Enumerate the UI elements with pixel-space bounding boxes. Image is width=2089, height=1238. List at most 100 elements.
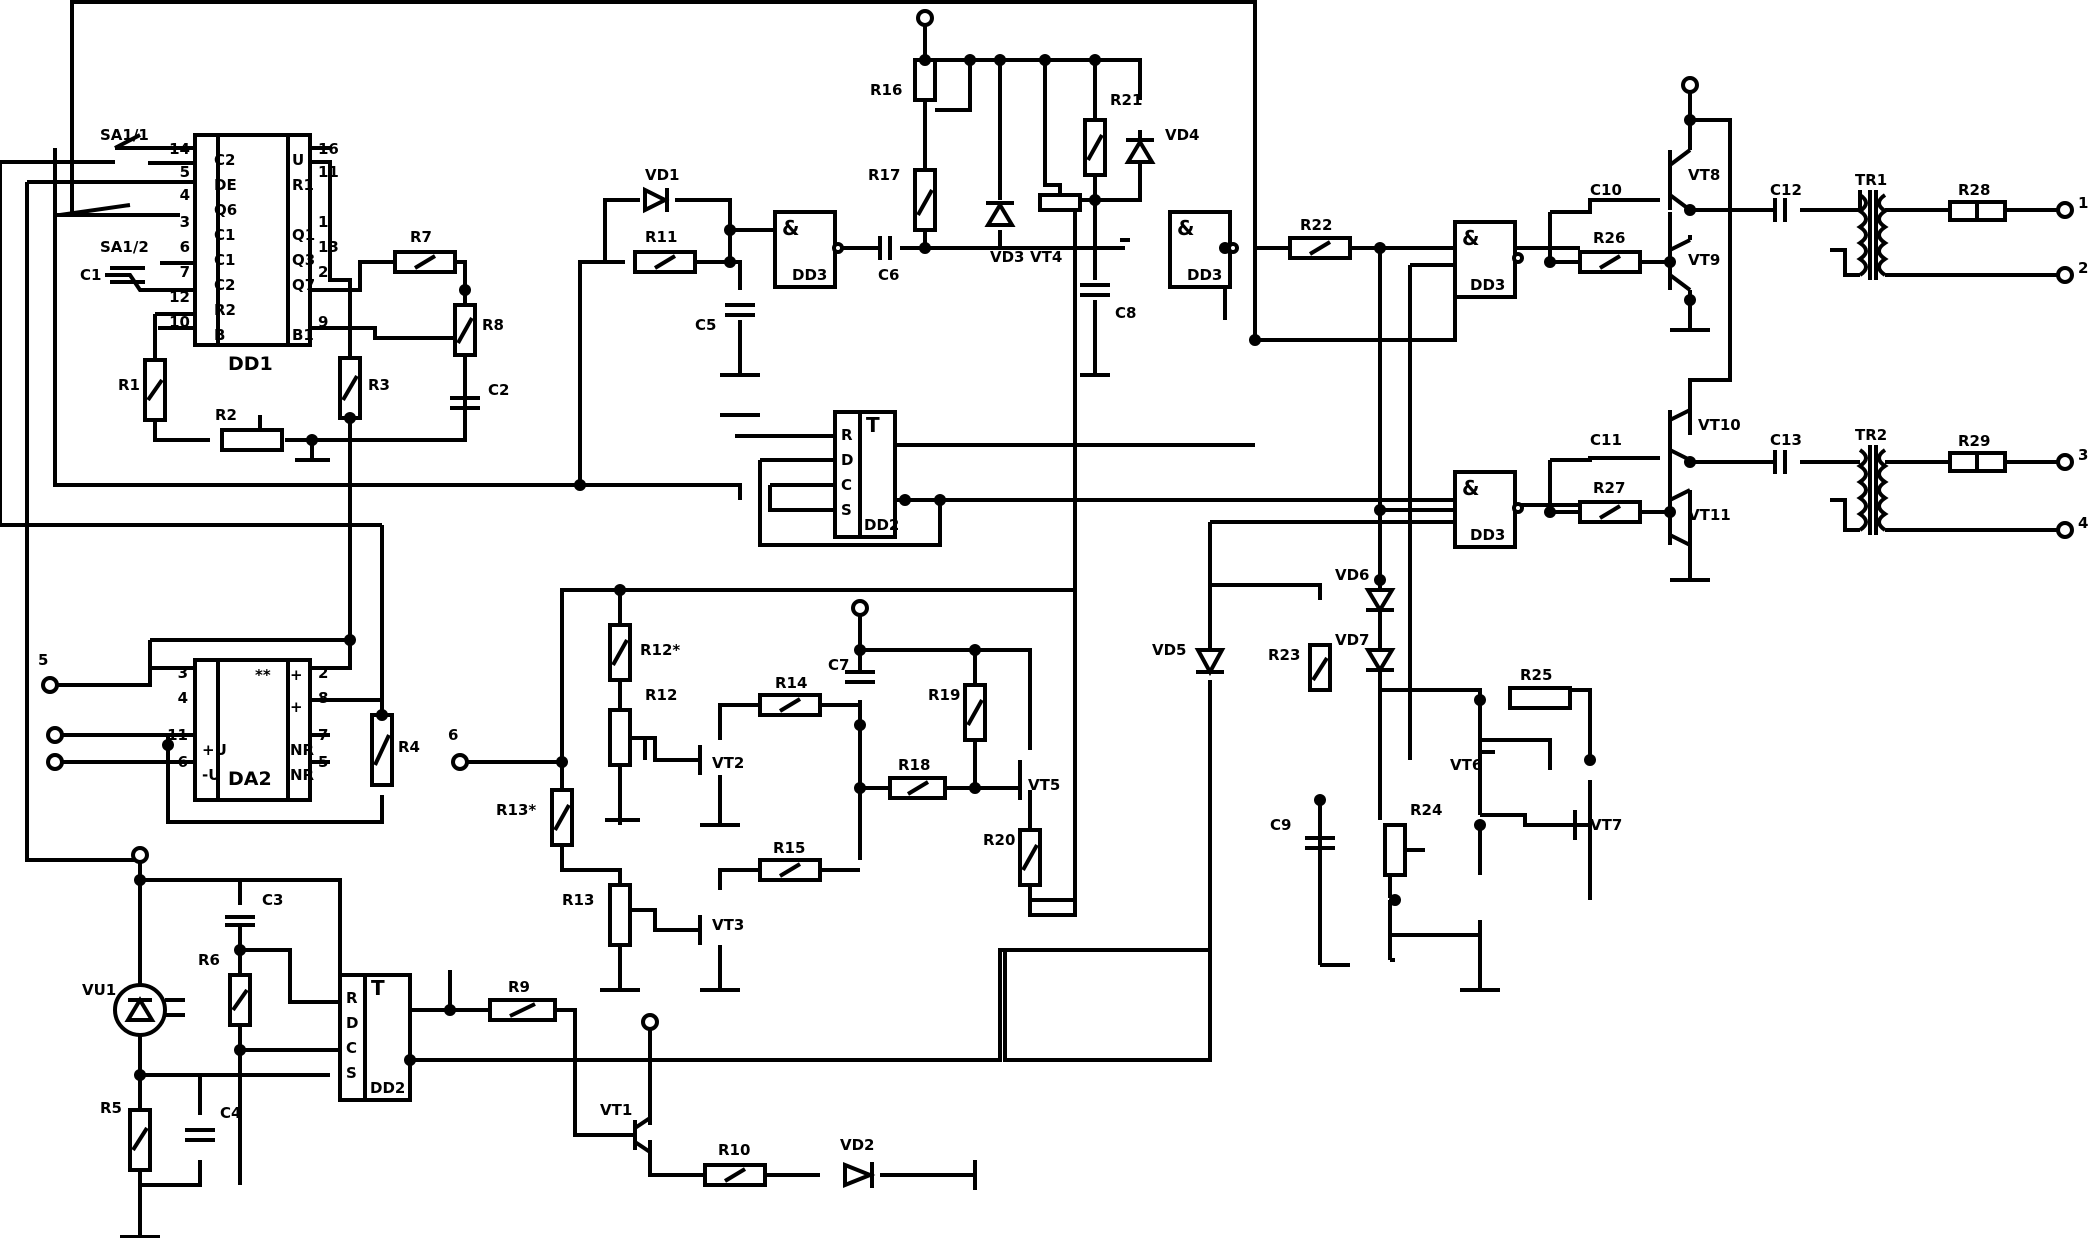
svg-text:&: & — [1177, 216, 1194, 240]
svg-text:7: 7 — [318, 726, 328, 744]
terminal-2[interactable] — [2056, 266, 2074, 284]
terminal-6[interactable] — [451, 753, 469, 771]
svg-text:11: 11 — [167, 726, 188, 744]
svg-text:&: & — [1462, 226, 1479, 250]
terminal-plus[interactable] — [46, 726, 64, 744]
svg-text:C10: C10 — [1590, 181, 1622, 199]
svg-text:C4: C4 — [220, 1104, 241, 1122]
svg-text:T: T — [866, 413, 880, 437]
svg-text:R4: R4 — [398, 738, 420, 756]
svg-text:5: 5 — [318, 753, 328, 771]
svg-text:+: + — [290, 666, 303, 684]
svg-text:R29: R29 — [1958, 432, 1990, 450]
terminal-vcc-mid[interactable] — [851, 599, 869, 617]
svg-text:R: R — [346, 989, 358, 1007]
nand-dd3-2: & DD3 — [1168, 210, 1239, 289]
terminal-5-label: 5 — [38, 651, 48, 669]
svg-text:R20: R20 — [983, 831, 1015, 849]
svg-text:&: & — [782, 216, 799, 240]
svg-text:3: 3 — [180, 213, 190, 231]
terminal-minus[interactable] — [46, 753, 64, 771]
svg-text:U: U — [292, 151, 304, 169]
svg-text:VD5: VD5 — [1152, 641, 1187, 659]
terminals: 5 6 1 2 3 4 — [38, 9, 2088, 1031]
svg-text:R1: R1 — [118, 376, 140, 394]
svg-text:R22: R22 — [1300, 216, 1332, 234]
terminal-2-label: 2 — [2078, 259, 2088, 277]
svg-text:R24: R24 — [1410, 801, 1442, 819]
svg-text:**: ** — [255, 666, 271, 684]
svg-text:R2: R2 — [215, 406, 237, 424]
svg-text:S: S — [346, 1064, 357, 1082]
dd2-lower-label: DD2 — [370, 1079, 405, 1097]
svg-text:VT1: VT1 — [600, 1101, 632, 1119]
junctions — [134, 54, 1696, 1081]
svg-text:VT8: VT8 — [1688, 166, 1720, 184]
svg-text:B1: B1 — [292, 326, 314, 344]
terminal-vcc-out[interactable] — [1681, 76, 1699, 94]
ic-da2: DA2 3 4 11 6 +U -U ** + + 2 8 7 5 NR NR — [167, 658, 328, 802]
ic-dd1: DD1 14 5 4 3 6 7 12 10 C2 DE Q6 C1 C1 C2… — [169, 133, 339, 375]
svg-text:VD2: VD2 — [840, 1136, 875, 1154]
svg-text:VT3: VT3 — [712, 916, 744, 934]
grounds — [120, 328, 1710, 1238]
svg-text:C7: C7 — [828, 656, 849, 674]
terminal-5[interactable] — [41, 676, 59, 694]
terminal-1[interactable] — [2056, 201, 2074, 219]
svg-text:VT6: VT6 — [1450, 756, 1482, 774]
svg-text:C2: C2 — [214, 151, 235, 169]
nand-dd3-1: & DD3 — [773, 210, 844, 289]
svg-text:C12: C12 — [1770, 181, 1802, 199]
svg-text:TR1: TR1 — [1855, 171, 1887, 189]
svg-text:8: 8 — [318, 689, 328, 707]
svg-text:4: 4 — [178, 689, 188, 707]
terminal-vcc-top[interactable] — [916, 9, 934, 27]
svg-text:VT5: VT5 — [1028, 776, 1060, 794]
svg-text:R18: R18 — [898, 756, 930, 774]
svg-text:R3: R3 — [368, 376, 390, 394]
terminal-vcc-vt1[interactable] — [641, 1013, 659, 1031]
terminal-3[interactable] — [2056, 453, 2074, 471]
svg-text:VD6: VD6 — [1335, 566, 1370, 584]
svg-text:VT9: VT9 — [1688, 251, 1720, 269]
svg-text:-U: -U — [202, 766, 220, 784]
svg-text:R11: R11 — [645, 228, 677, 246]
svg-text:12: 12 — [169, 288, 190, 306]
svg-text:C1: C1 — [214, 251, 235, 269]
svg-text:DE: DE — [214, 176, 237, 194]
transformers: TR1 TR2 — [1855, 171, 1889, 535]
svg-text:Q7: Q7 — [292, 276, 315, 294]
svg-text:14: 14 — [169, 140, 190, 158]
svg-text:R13: R13 — [562, 891, 594, 909]
svg-text:VD4: VD4 — [1165, 126, 1200, 144]
potentiometers: R16 R12 R13 R24 — [562, 58, 1442, 947]
svg-text:R14: R14 — [775, 674, 807, 692]
svg-text:C5: C5 — [695, 316, 716, 334]
dd3-2-label: DD3 — [1187, 266, 1222, 284]
terminal-vcc-lower[interactable] — [131, 846, 149, 864]
svg-text:R1: R1 — [292, 176, 314, 194]
ic-dd2-upper: R D C S T DD2 — [833, 410, 899, 539]
svg-text:C3: C3 — [262, 891, 283, 909]
dd3-3-label: DD3 — [1470, 276, 1505, 294]
svg-text:SA1/2: SA1/2 — [100, 238, 149, 256]
svg-text:1: 1 — [318, 213, 328, 231]
svg-text:3: 3 — [178, 664, 188, 682]
svg-text:R15: R15 — [773, 839, 805, 857]
svg-text:16: 16 — [318, 140, 339, 158]
da2-label: DA2 — [228, 768, 272, 790]
svg-text:VU1: VU1 — [82, 981, 116, 999]
nand-dd3-4: & DD3 — [1453, 470, 1524, 549]
svg-text:R5: R5 — [100, 1099, 122, 1117]
svg-text:VT4: VT4 — [1030, 248, 1062, 266]
svg-text:R12*: R12* — [640, 641, 680, 659]
svg-text:R7: R7 — [410, 228, 432, 246]
svg-text:2: 2 — [318, 664, 328, 682]
terminal-4-label: 4 — [2078, 514, 2088, 532]
svg-text:+U: +U — [202, 741, 227, 759]
svg-text:R17: R17 — [868, 166, 900, 184]
terminal-4[interactable] — [2056, 521, 2074, 539]
svg-text:5: 5 — [180, 163, 190, 181]
svg-text:Q6: Q6 — [214, 201, 237, 219]
